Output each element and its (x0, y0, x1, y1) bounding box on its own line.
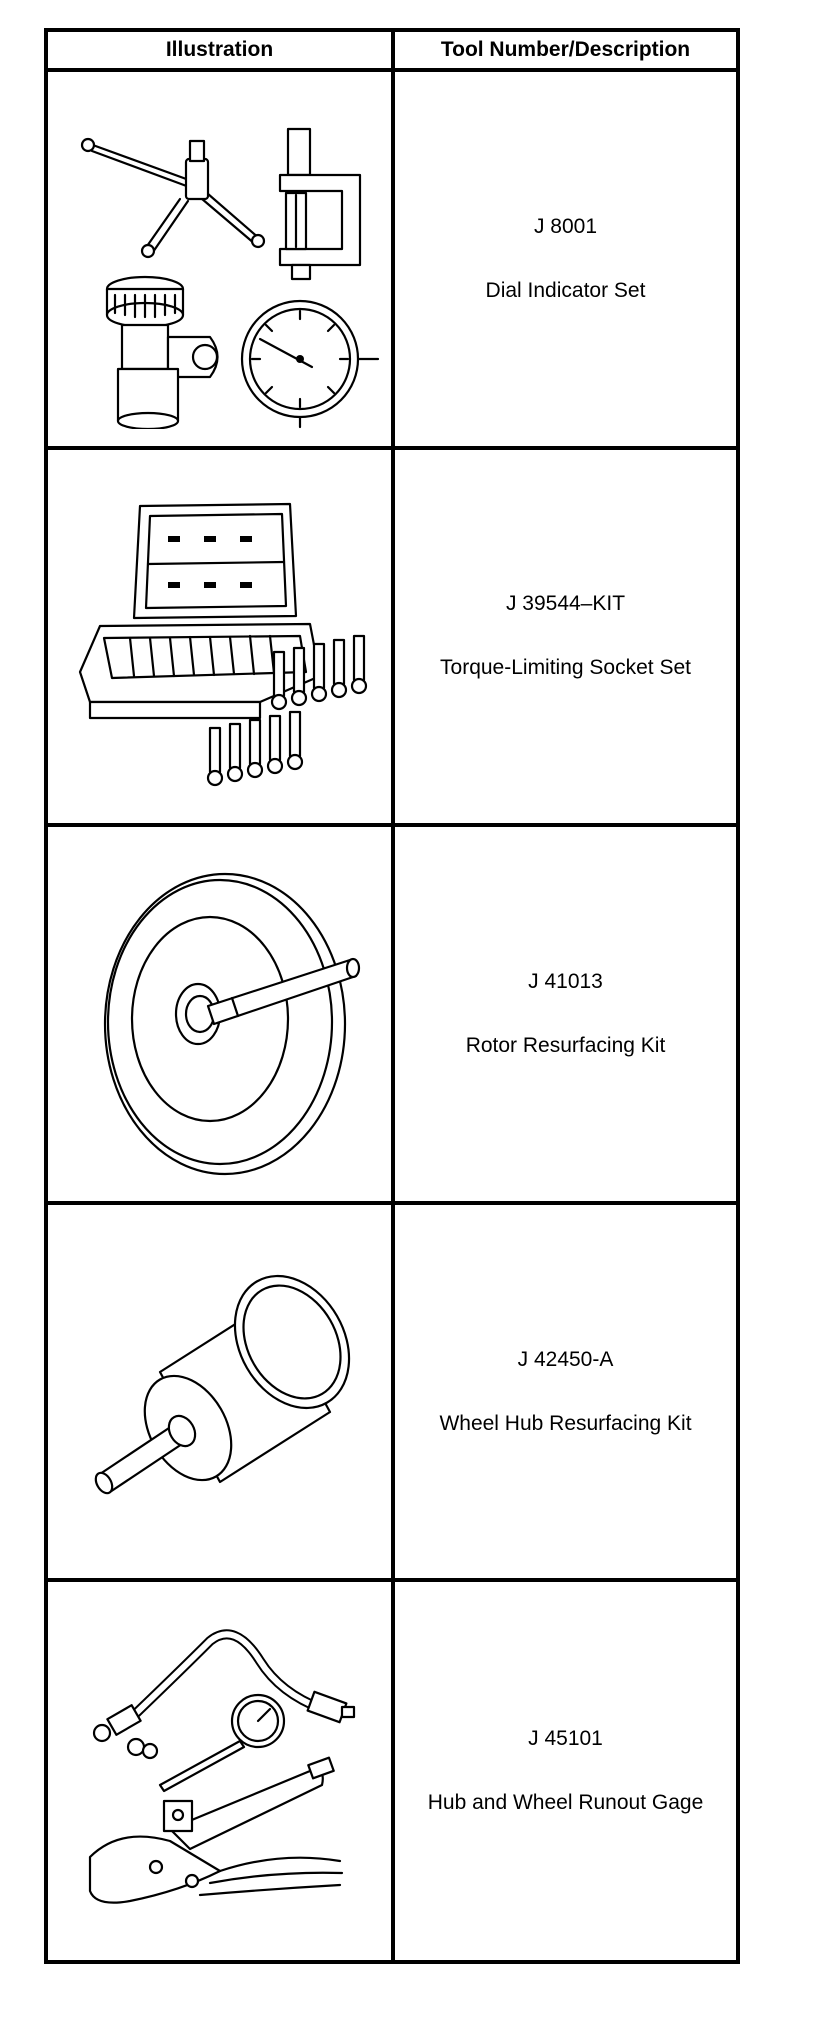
tool-description-cell: J 41013 Rotor Resurfacing Kit (395, 827, 736, 1205)
tool-number: J 45101 (528, 1727, 603, 1751)
tool-table: Illustration Tool Number/Description (44, 28, 740, 1964)
tool-description-cell: J 45101 Hub and Wheel Runout Gage (395, 1582, 736, 1960)
illustration-cell (48, 1204, 395, 1583)
tool-description-cell: J 8001 Dial Indicator Set (395, 72, 736, 450)
illustration-cell (48, 449, 395, 828)
header-illustration: Illustration (48, 32, 395, 72)
rotor-disc-illustration (60, 844, 380, 1184)
socket-set-case-illustration (60, 466, 380, 806)
tool-description-cell: J 39544–KIT Torque-Limiting Socket Set (395, 450, 736, 828)
hub-cylinder-illustration (60, 1222, 380, 1562)
tool-description: Wheel Hub Resurfacing Kit (439, 1411, 692, 1435)
illustration-cell (48, 1582, 395, 1960)
tool-description: Dial Indicator Set (485, 278, 646, 302)
illustration-cell (48, 827, 395, 1205)
tool-number: J 8001 (533, 214, 598, 238)
tool-number: J 42450-A (517, 1347, 614, 1371)
tool-number: J 39544–KIT (505, 592, 626, 616)
header-description: Tool Number/Description (395, 32, 736, 72)
tool-description: Torque-Limiting Socket Set (440, 656, 691, 680)
runout-gage-illustration (60, 1601, 380, 1941)
tool-description: Rotor Resurfacing Kit (465, 1033, 666, 1057)
tool-number: J 41013 (528, 969, 603, 993)
dial-indicator-set-illustration (60, 89, 380, 429)
tool-description: Hub and Wheel Runout Gage (427, 1791, 704, 1815)
tool-description-cell: J 42450-A Wheel Hub Resurfacing Kit (395, 1205, 736, 1583)
illustration-cell (48, 72, 395, 450)
